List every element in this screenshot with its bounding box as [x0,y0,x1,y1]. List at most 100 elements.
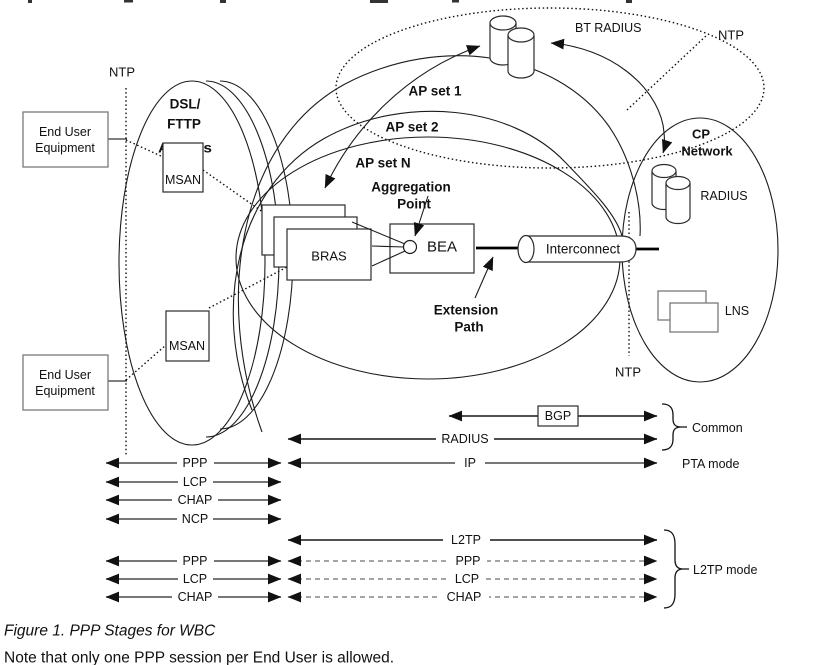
cp-title-line1: CP [692,127,710,142]
aggregation-point-label-line2: Point [397,197,431,212]
chap2-right-label: CHAP [447,590,482,604]
ntp-label-left: NTP [109,65,135,80]
bras-bea-link-2 [371,245,405,248]
eue1-label-line2: Equipment [35,141,95,155]
aggregation-point-circle [402,239,418,255]
bgp-box [537,405,579,427]
lcp2-right-label: LCP [455,572,479,586]
access-dotted-links [105,138,288,382]
ntp-label-top: NTP [718,28,744,43]
cylinder-top [489,15,517,31]
label-mask [177,511,213,527]
common-brace [661,403,687,451]
lcp-label: LCP [183,475,207,489]
btradius-cpradius-arrow [550,38,673,154]
radius-stage-label: RADIUS [441,432,488,446]
eue1-label-line1: End User [39,125,91,139]
eue2-msan2-dotted [125,344,167,381]
label-mask [177,455,214,471]
label-mask [178,474,213,490]
cylinder [665,183,691,225]
bras-label: BRAS [311,249,347,264]
stage-arrows: BGP RADIUS Common IP PTA mode PPP LCP CH… [105,403,757,609]
ntp-label-right: NTP [615,365,641,380]
bgp-label: BGP [545,409,571,423]
msan2-label: MSAN [169,339,205,353]
msan1-bras-dotted [202,169,288,230]
lns-label: LNS [725,304,749,318]
aggregation-point-label-line1: Aggregation [371,180,451,195]
label-mask [449,571,485,587]
label-mask [172,492,218,508]
ppp-label: PPP [182,456,207,470]
ncp-label: NCP [182,512,208,526]
eue2-label-line2: Equipment [35,384,95,398]
chap-label: CHAP [178,493,213,507]
interconnect-body [525,235,637,263]
msan1-label: MSAN [165,173,201,187]
bras-box-front [286,228,372,281]
cp-title-line2: Network [681,144,733,159]
l2tp-mode-label: L2TP mode [693,563,757,577]
l2tp-label: L2TP [451,533,481,547]
clipped-text-artifacts [28,0,632,3]
extension-path-label-line1: Extension [434,303,499,318]
bt-radius-cylinders [489,15,535,79]
ip-label: IP [464,456,476,470]
bras-btradius-arrow [324,45,481,189]
end-user-equipment-2: End User Equipment [22,354,109,411]
cylinder-top [651,163,677,179]
msan-2: MSAN [165,310,210,362]
label-mask [172,589,218,605]
label-mask [178,571,213,587]
cp-radius-label: RADIUS [700,189,747,203]
cylinder-top [507,27,535,43]
bras-bea-link-3 [371,250,406,267]
figure-note: Note that only one PPP session per End U… [4,650,394,665]
interconnect-cap [517,234,535,264]
bea-label: BEA [427,239,457,256]
interconnect-label: Interconnect [546,242,621,257]
figure-caption: Figure 1. PPP Stages for WBC [4,623,216,640]
label-mask [455,455,485,471]
bt-zone-dotted-boundary [335,7,765,169]
interconnect-cylinder: Interconnect [517,234,637,264]
eue2-box [22,354,109,411]
l2tp-brace [663,529,689,609]
cylinder [507,35,535,79]
ppp2-right-label: PPP [455,554,480,568]
lns-box-front [669,302,719,333]
cylinder-top [665,175,691,191]
msan1-box [162,142,204,193]
msan2-box [165,310,210,362]
lcp2-left-label: LCP [183,572,207,586]
ntp-pointer-top-right [626,34,708,111]
label-mask [436,431,494,447]
bras-stack: BRAS [261,204,372,281]
bras-bea-link-1 [351,221,406,245]
pta-mode-label: PTA mode [682,457,739,471]
extension-path-arrow [474,256,494,299]
ap-set-1-label: AP set 1 [408,84,462,99]
cp-network: CP Network RADIUS LNS [621,117,779,383]
ap-set-n-label: AP set N [355,156,410,171]
eue2-label-line1: End User [39,368,91,382]
msan-1: MSAN [162,142,204,193]
bea-node: BEA [351,221,475,274]
chap2-left-label: CHAP [178,590,213,604]
msan2-bras-dotted [208,266,288,309]
ap-set-2-label: AP set 2 [385,120,438,135]
label-mask [450,553,487,569]
eue1-box [22,111,109,168]
common-label: Common [692,421,743,435]
extension-path-label-line2: Path [454,320,483,335]
end-user-equipment-1: End User Equipment [22,111,109,168]
access-ellipse-front [118,80,266,446]
access-network-ellipses [118,80,294,446]
access-title-line2: FTTP [167,117,201,132]
label-mask [177,553,214,569]
access-title-line1: DSL/ [170,97,201,112]
bt-radius-label: BT RADIUS [575,21,641,35]
